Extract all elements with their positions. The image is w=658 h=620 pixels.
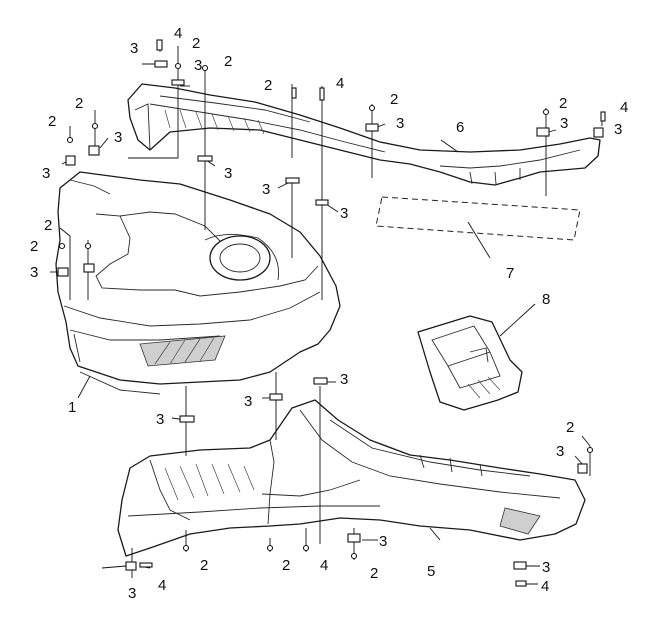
screw-icon [515,580,527,587]
callout-3: 3 [244,393,252,410]
screw-icon [174,62,182,70]
callout-2: 2 [75,95,83,112]
screw-icon [66,136,74,144]
clip-icon [313,377,328,385]
callout-4: 4 [320,557,328,574]
clip-icon [577,463,588,474]
callout-3: 3 [156,411,164,428]
callout-1: 1 [68,399,76,416]
part-1-front-fender [55,171,341,395]
clip-icon [179,415,195,423]
callout-3: 3 [614,121,622,138]
fasteners [57,39,606,587]
callout-8: 8 [542,291,550,308]
callout-3: 3 [262,181,270,198]
callout-3: 3 [42,165,50,182]
callout-3: 3 [224,165,232,182]
callout-2: 2 [390,91,398,108]
callout-2: 2 [30,238,38,255]
callout-2: 2 [264,77,272,94]
callout-2: 2 [370,565,378,582]
callout-3: 3 [114,129,122,146]
clip-icon [315,199,329,206]
callout-3: 3 [194,57,202,74]
callout-3: 3 [130,40,138,57]
screw-icon [350,552,358,560]
part-6-rear-fender-strip [127,83,601,186]
callout-4: 4 [174,25,182,42]
callout-2: 2 [224,53,232,70]
callout-3: 3 [340,371,348,388]
clip-icon [88,145,100,156]
clip-icon [347,533,361,543]
clip-icon [57,267,69,277]
clip-icon [365,123,379,132]
callout-7: 7 [506,265,514,282]
clip-icon [285,177,300,184]
callout-4: 4 [620,99,628,116]
clip-icon [154,60,168,68]
part-5-lower-footrest [117,399,586,557]
screw-icon [600,111,606,122]
callout-4: 4 [158,577,166,594]
callout-2: 2 [566,419,574,436]
screw-icon [266,544,274,552]
clip-icon [593,127,604,138]
callout-3: 3 [556,443,564,460]
screw-icon [84,242,92,250]
clip-icon [83,263,95,273]
screw-icon [156,39,163,51]
clip-icon [125,561,137,571]
callout-2: 2 [200,557,208,574]
callout-2: 2 [48,113,56,130]
callout-2: 2 [192,35,200,52]
screw-icon [302,544,310,552]
screw-icon [586,446,594,454]
screw-icon [542,108,550,116]
callout-3: 3 [128,585,136,602]
screw-icon [201,64,209,72]
callout-3: 3 [340,205,348,222]
clip-icon [197,155,213,162]
screw-icon [139,562,153,568]
callout-3: 3 [30,264,38,281]
callout-4: 4 [336,75,344,92]
clip-icon [171,79,185,86]
callout-3: 3 [560,115,568,132]
part-8-bracket [417,315,523,411]
callout-6: 6 [456,119,464,136]
callout-3: 3 [379,533,387,550]
screw-icon [291,87,297,99]
clip-icon [536,127,550,137]
screw-icon [91,122,99,130]
screw-icon [58,242,66,250]
callout-3: 3 [396,115,404,132]
clip-icon [513,561,527,570]
callout-2: 2 [559,95,567,112]
callout-2: 2 [282,557,290,574]
callout-4: 4 [541,578,549,595]
screw-icon [368,104,376,112]
screw-icon [182,544,190,552]
callout-5: 5 [427,563,435,580]
clip-icon [65,155,76,166]
callout-labels: 4 3 2 3 2 2 4 2 3 2 4 3 2 3 6 3 2 3 3 3 … [30,25,628,602]
screw-icon [319,87,325,101]
callout-3: 3 [542,559,550,576]
callout-2: 2 [44,217,52,234]
part-7-dashed-pad [375,196,581,241]
clip-icon [269,393,283,401]
